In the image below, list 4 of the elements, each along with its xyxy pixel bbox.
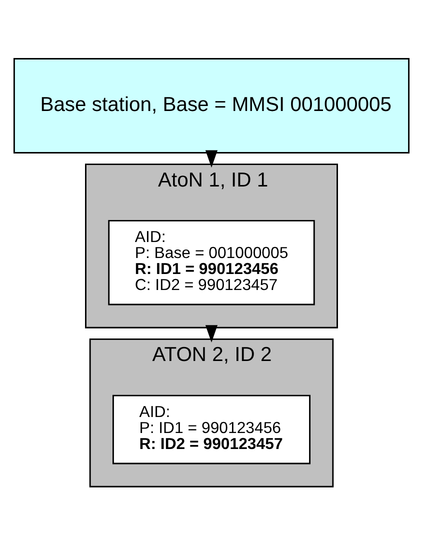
node-box: AID: P: Base = 001000005 R: ID1 = 990123456 C: ID2 = 990123457	[108, 220, 315, 306]
node-box: AID: P: ID1 = 990123456 R: ID2 = 990123457	[112, 394, 311, 464]
arrow	[205, 325, 218, 342]
arrow	[205, 150, 218, 168]
